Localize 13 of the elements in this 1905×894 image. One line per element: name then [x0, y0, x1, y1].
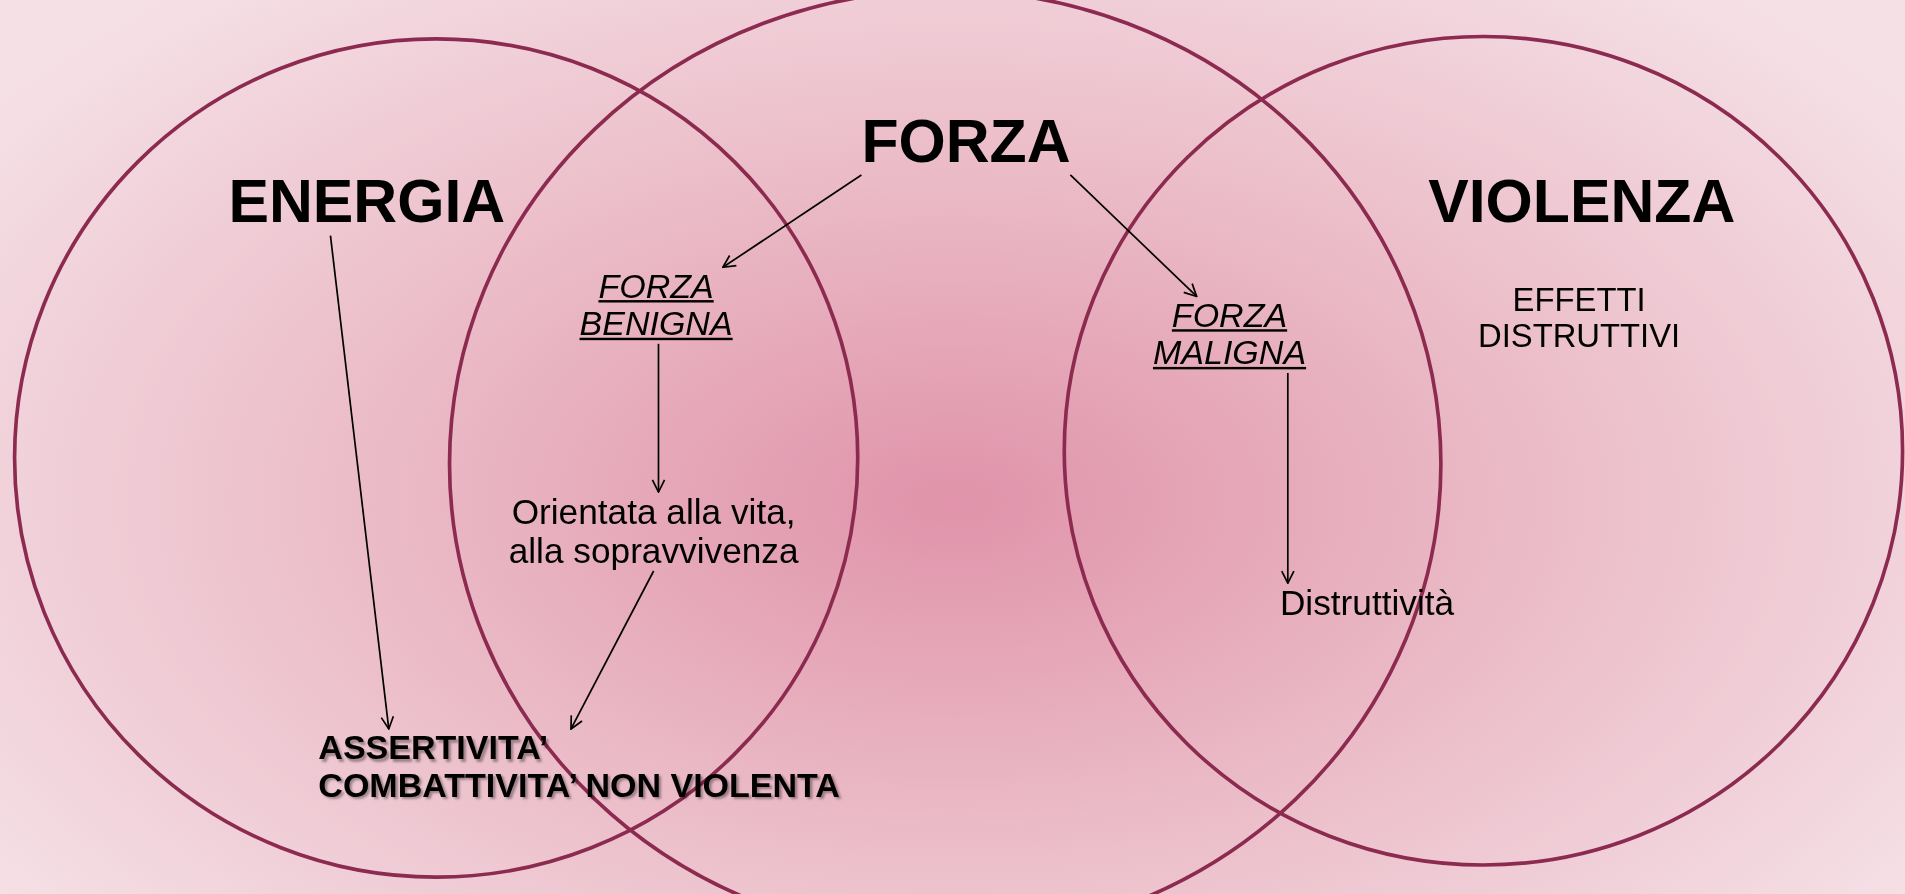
node-text: VIOLENZA [1428, 167, 1736, 236]
arrow [570, 570, 655, 730]
node-text: FORZA MALIGNA [1152, 296, 1307, 373]
arrow [722, 174, 863, 269]
arrow [329, 234, 395, 730]
node-text: Orientata alla vita, alla sopravvivenza [480, 492, 827, 571]
note-text: EFFETTI DISTRUTTIVI [1477, 281, 1681, 356]
arrow [1280, 372, 1295, 584]
arrow [651, 342, 666, 493]
node-text: FORZA BENIGNA [579, 267, 733, 344]
node-text: ENERGIA [228, 167, 506, 236]
arrow [1069, 174, 1198, 298]
node-text: FORZA [861, 106, 1071, 175]
